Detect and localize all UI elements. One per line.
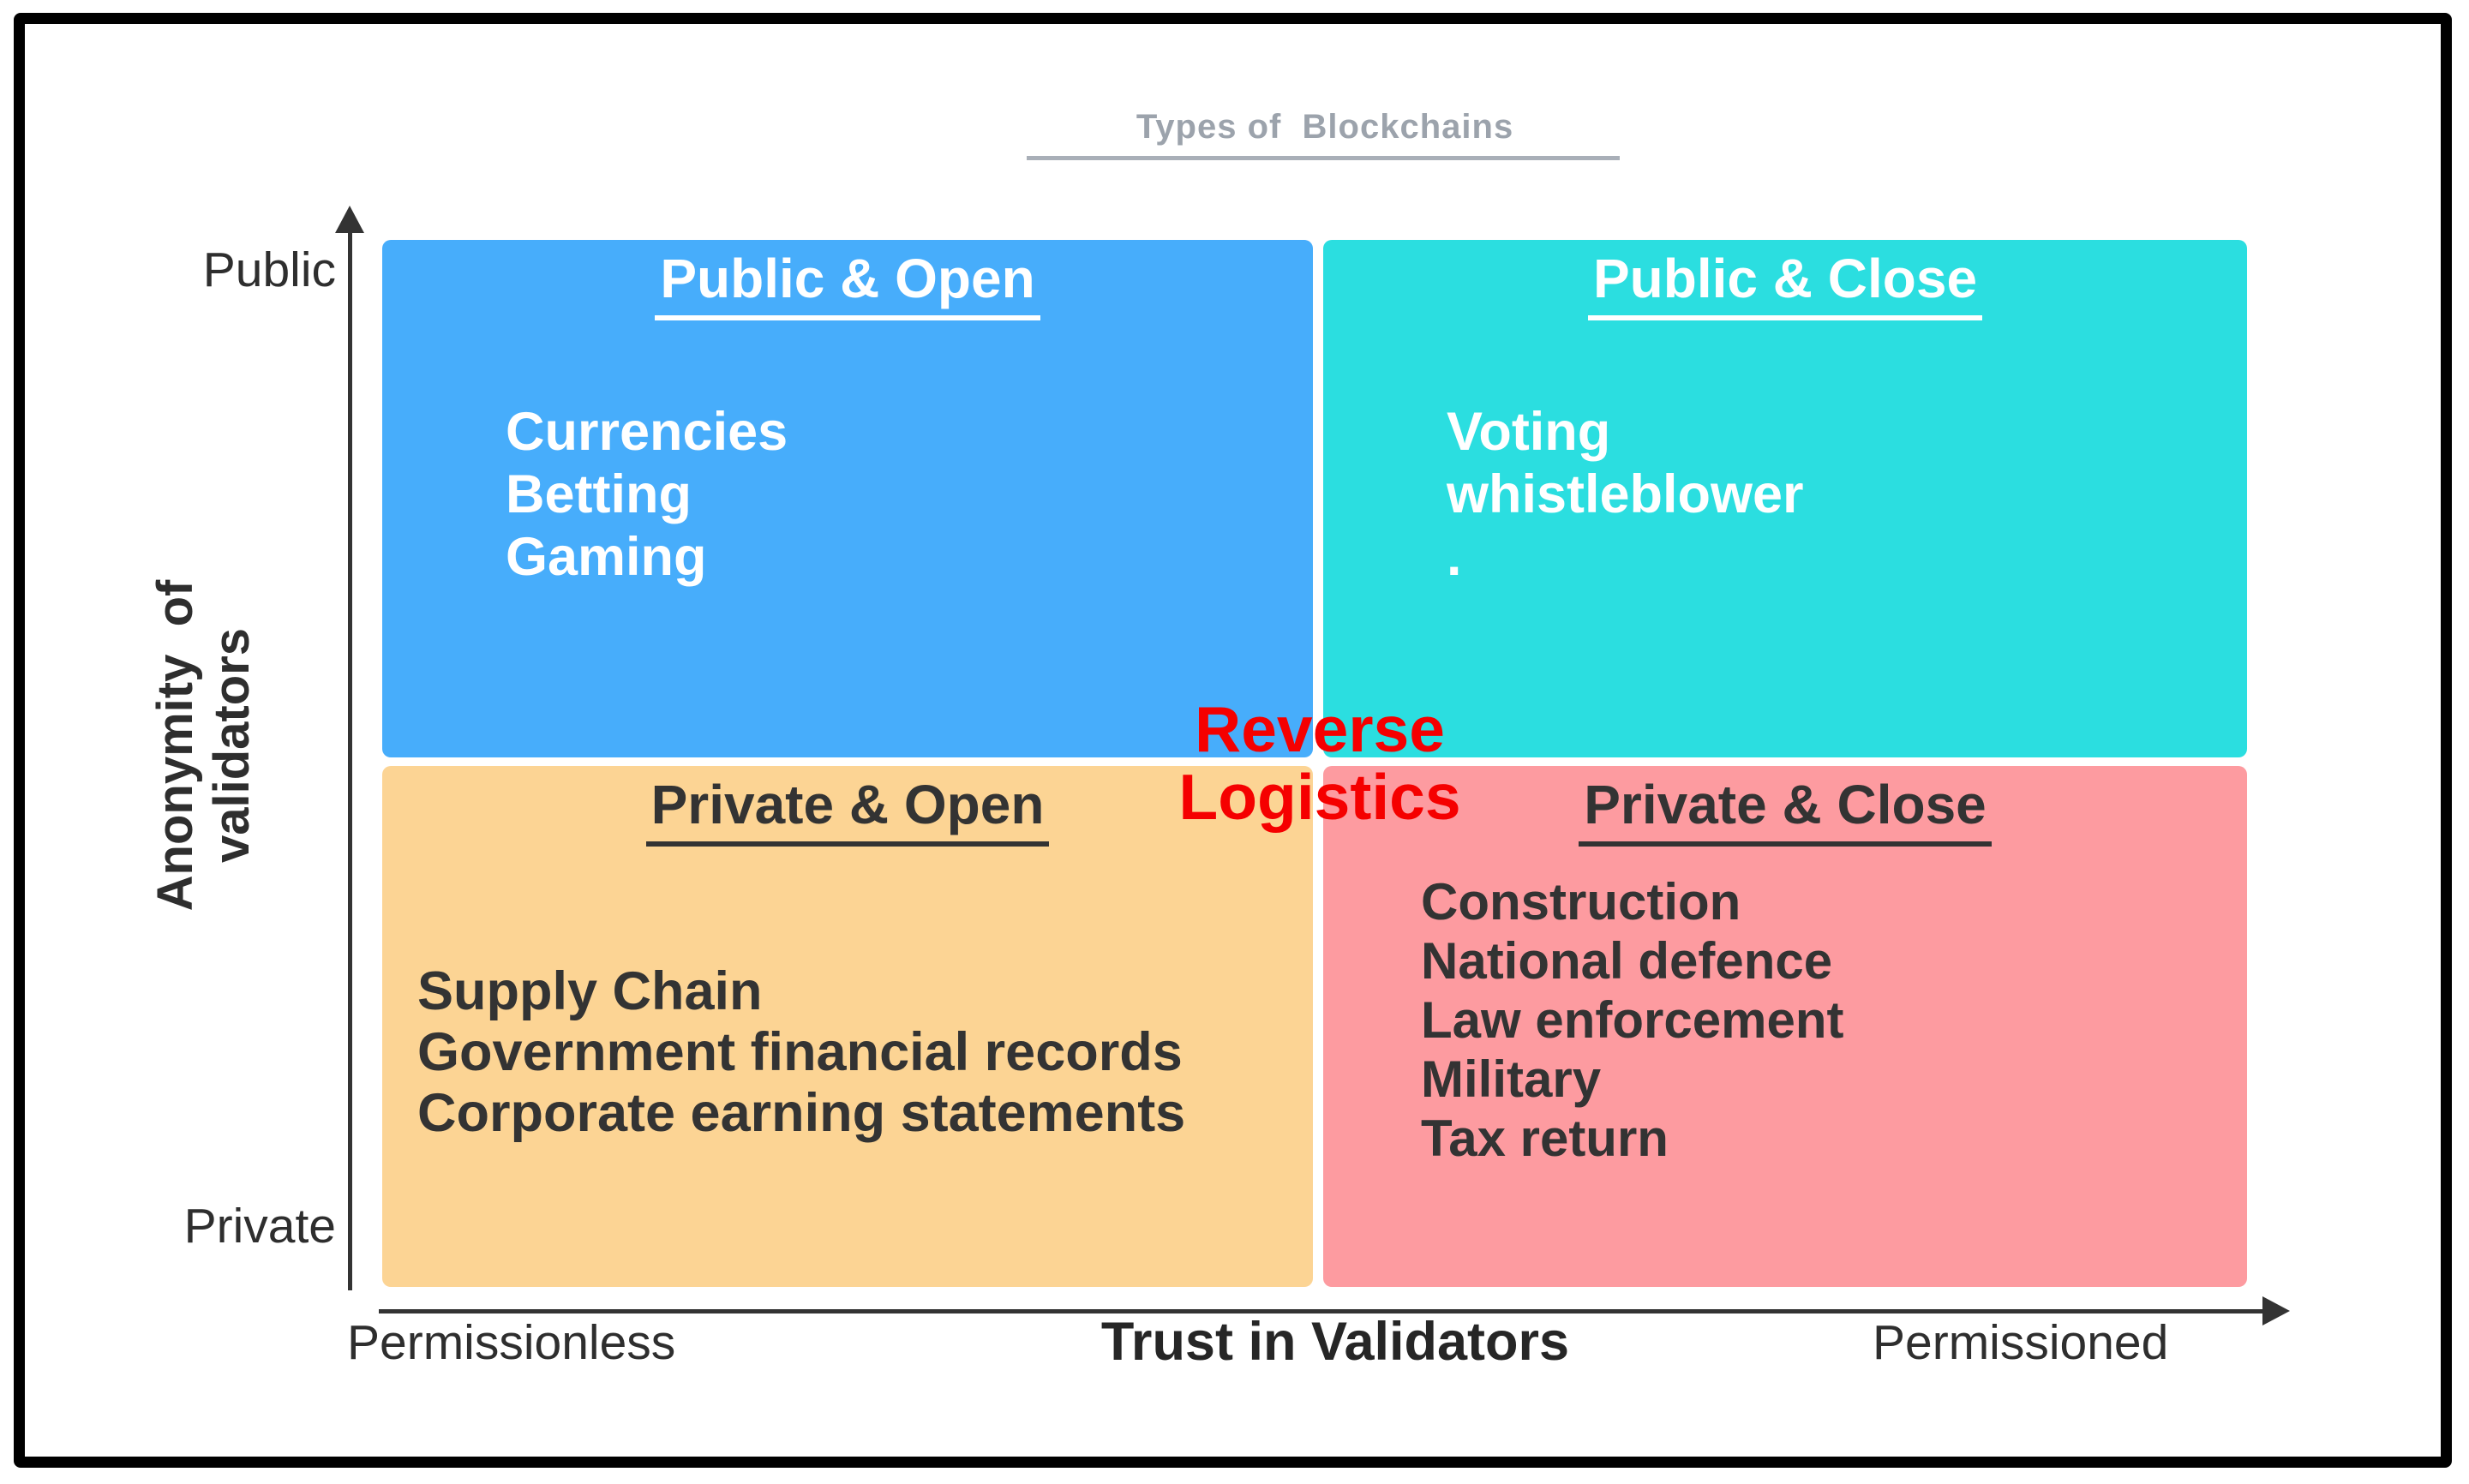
y-axis-arrow-up-icon xyxy=(335,206,364,233)
y-axis-line xyxy=(348,230,352,1290)
quadrant-public-open: Public & Open Currencies Betting Gaming xyxy=(382,240,1313,757)
x-axis-right-label: Permissioned xyxy=(1873,1315,2169,1370)
list-item: . xyxy=(1447,527,1462,587)
x-axis-arrow-right-icon xyxy=(2262,1296,2290,1325)
quadrant-private-close: Private & Close Construction National de… xyxy=(1323,766,2247,1287)
title-underline xyxy=(1027,156,1620,160)
list-item: Supply Chain xyxy=(417,961,763,1021)
list-item: Gaming xyxy=(506,527,707,587)
quadrant-public-close-title: Public & Close xyxy=(1323,240,2247,320)
quadrant-private-open-title: Private & Open xyxy=(382,766,1313,847)
x-axis-line xyxy=(379,1309,2264,1313)
quadrant-public-close-items: Voting whistleblower . xyxy=(1447,401,1804,589)
list-item: Military xyxy=(1421,1050,1602,1108)
y-axis-top-label: Public xyxy=(202,242,336,297)
outer-border-frame xyxy=(14,13,2452,1468)
quadrant-private-close-items: Construction National defence Law enforc… xyxy=(1421,872,1843,1168)
list-item: Law enforcement xyxy=(1421,991,1844,1049)
center-annotation-reverse-logistics: Reverse Logistics xyxy=(1178,693,1461,833)
list-item: Construction xyxy=(1421,873,1741,930)
quadrant-public-open-title: Public & Open xyxy=(382,240,1313,320)
x-axis-left-label: Permissionless xyxy=(347,1315,676,1370)
quadrant-private-close-title: Private & Close xyxy=(1323,766,2247,847)
y-axis-title: Anonymity of validators xyxy=(147,579,260,912)
y-axis-bottom-label: Private xyxy=(183,1199,336,1254)
x-axis-title: Trust in Validators xyxy=(1100,1312,1570,1372)
list-item: Currencies xyxy=(506,402,788,462)
list-item: Corporate earning statements xyxy=(417,1083,1186,1143)
list-item: Tax return xyxy=(1421,1110,1669,1167)
quadrant-private-open-items: Supply Chain Government financial record… xyxy=(417,961,1185,1144)
list-item: whistleblower xyxy=(1447,464,1804,524)
list-item: Betting xyxy=(506,464,692,524)
quadrant-private-open: Private & Open Supply Chain Government f… xyxy=(382,766,1313,1287)
quadrant-public-open-items: Currencies Betting Gaming xyxy=(506,401,788,589)
quadrant-public-close: Public & Close Voting whistleblower . xyxy=(1323,240,2247,757)
list-item: Government financial records xyxy=(417,1022,1183,1082)
list-item: Voting xyxy=(1447,402,1611,462)
diagram-title: Types of Blockchains xyxy=(1136,108,1514,146)
list-item: National defence xyxy=(1421,932,1833,990)
